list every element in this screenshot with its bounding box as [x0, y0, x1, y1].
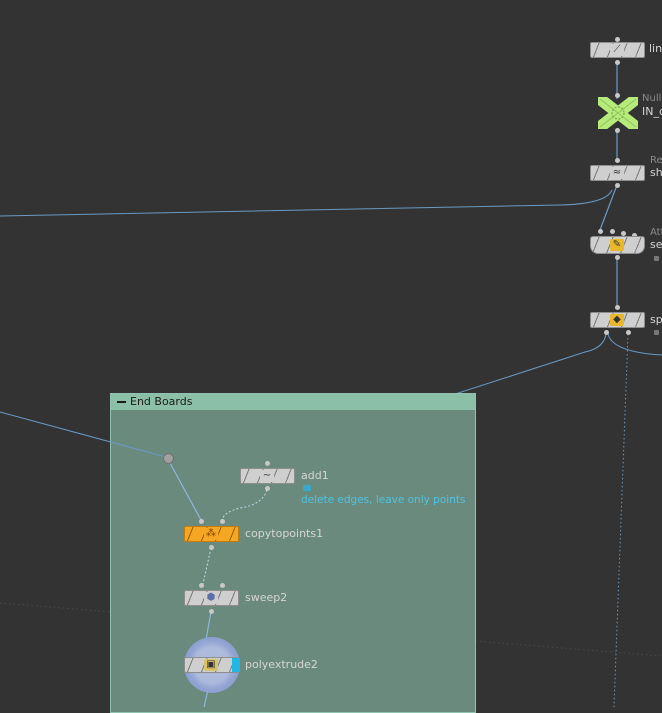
node-comment-add1: delete edges, leave only points [301, 494, 466, 506]
input-port[interactable] [621, 231, 626, 236]
output-port[interactable] [615, 128, 620, 133]
input-port[interactable] [615, 305, 620, 310]
node-type-resample: Re [650, 155, 662, 166]
attribute-icon: ✎ [610, 239, 624, 251]
node-label-line: lin [649, 42, 662, 55]
node-label-sweep2: sweep2 [245, 591, 288, 604]
input-port[interactable] [598, 229, 603, 234]
output-port[interactable] [615, 183, 620, 188]
output-port[interactable] [615, 255, 620, 260]
input-port[interactable] [220, 519, 225, 524]
output-port[interactable] [604, 330, 609, 335]
ruler-icon: ⟋ [610, 44, 624, 56]
node-label-split: sp [650, 313, 662, 326]
wire-split-to-right[interactable] [607, 333, 662, 356]
node-label-resample: sh [650, 166, 662, 179]
node-null[interactable] [594, 93, 642, 133]
node-label-polyextrude2: polyextrude2 [245, 658, 318, 671]
tilde-icon: ∼ [260, 470, 274, 482]
node-resample[interactable]: ≈ [590, 165, 645, 181]
network-box-end-boards[interactable]: End Boards [110, 393, 476, 713]
wire-resample-to-attr[interactable] [599, 184, 618, 231]
wire-add1-to-copytopoints[interactable] [221, 489, 268, 521]
wire-left-to-dot[interactable] [0, 411, 167, 458]
input-port[interactable] [199, 583, 204, 588]
node-label-add1: add1 [301, 469, 329, 482]
collapse-icon[interactable] [117, 401, 126, 403]
input-port[interactable] [615, 37, 620, 42]
output-port[interactable] [265, 486, 270, 491]
wire-resample-to-left[interactable] [0, 189, 613, 217]
dot-connector[interactable] [163, 453, 174, 464]
sweep-icon: ⬢ [204, 592, 218, 604]
node-split[interactable]: ◆ [590, 312, 645, 328]
node-attribute[interactable]: ✎ [590, 236, 645, 254]
node-type-null: Null [642, 93, 662, 104]
node-label-copytopoints1: copytopoints1 [245, 527, 324, 540]
split-icon: ◆ [610, 314, 624, 326]
node-copytopoints1[interactable]: ⁂ [184, 526, 239, 542]
wire-polyextrude-out[interactable] [203, 689, 209, 707]
node-polyextrude2[interactable]: ▣ [184, 657, 239, 673]
polyextrude-icon: ▣ [204, 659, 218, 671]
input-port[interactable] [199, 519, 204, 524]
input-port[interactable] [610, 229, 615, 234]
input-port[interactable] [220, 583, 225, 588]
comment-icon [303, 485, 311, 491]
node-label-attr: se [650, 238, 662, 251]
node-label-null: IN_c [642, 105, 662, 118]
input-port[interactable] [265, 461, 270, 466]
input-port[interactable] [615, 93, 620, 98]
null-cross-icon [594, 93, 642, 133]
output-port[interactable] [626, 330, 631, 335]
lock-icon [654, 256, 659, 261]
wave-icon: ≈ [610, 167, 624, 179]
display-flag[interactable] [232, 658, 240, 672]
node-line[interactable]: ⟋ [590, 42, 645, 58]
output-port[interactable] [209, 609, 214, 614]
network-box-header[interactable]: End Boards [111, 394, 475, 410]
output-port[interactable] [209, 545, 214, 550]
input-port[interactable] [615, 158, 620, 163]
wire-dot-to-copytopoints[interactable] [169, 462, 202, 521]
copy-icon: ⁂ [204, 528, 218, 540]
node-type-attr: Att [650, 227, 662, 238]
node-sweep2[interactable]: ⬢ [184, 590, 239, 606]
lock-icon [654, 330, 659, 335]
output-port[interactable] [615, 60, 620, 65]
wire-copytopoints-to-sweep[interactable] [202, 547, 212, 585]
input-port[interactable] [632, 233, 637, 238]
network-box-title: End Boards [130, 395, 193, 408]
node-add1[interactable]: ∼ [240, 468, 295, 484]
